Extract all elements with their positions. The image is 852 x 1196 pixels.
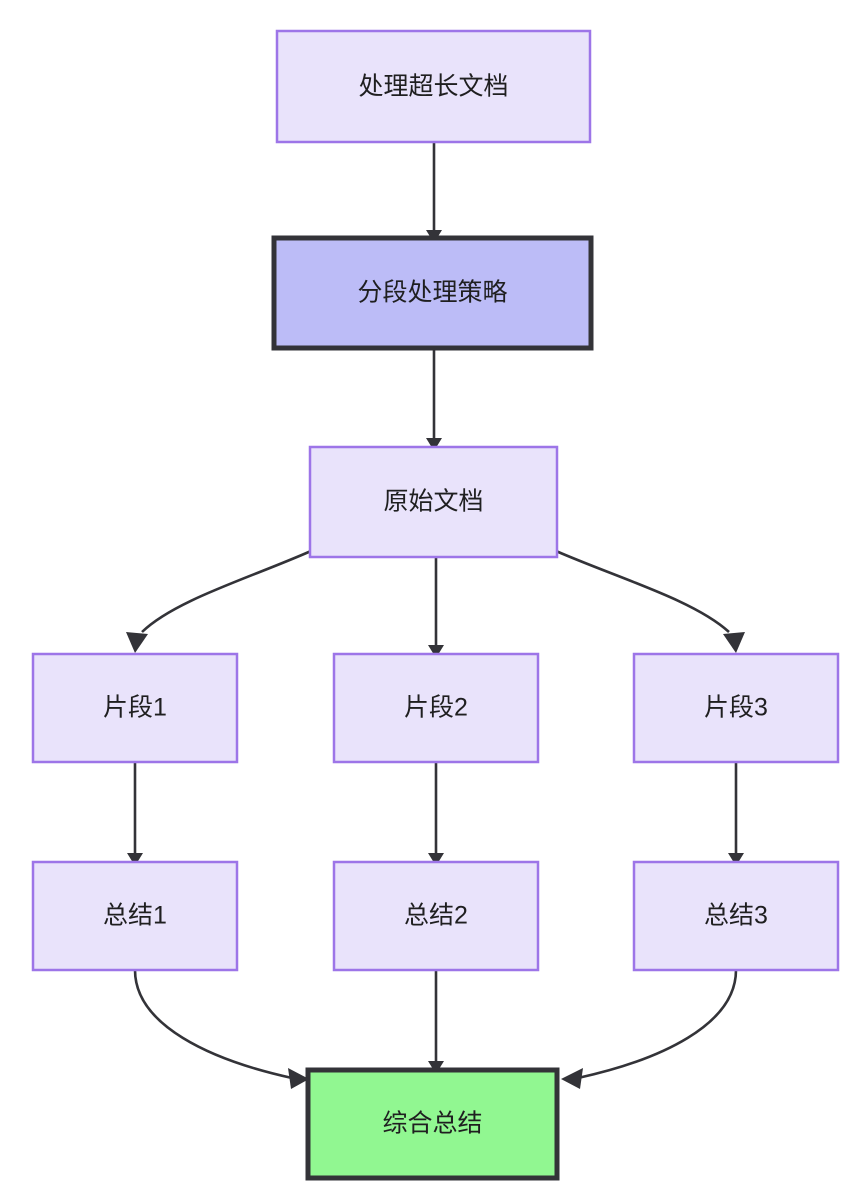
- edge-summary1-to-final: [133, 969, 309, 1089]
- edge-chunk2-to-summary2: [428, 762, 444, 866]
- arrowhead-icon: [723, 632, 745, 653]
- node-final-box[interactable]: [305, 1067, 560, 1181]
- arrowhead-icon: [426, 438, 442, 451]
- node-summary3-box[interactable]: [632, 860, 840, 972]
- edge-chunk1-to-summary1: [127, 762, 143, 866]
- arrowhead-icon: [561, 1068, 583, 1089]
- arrowhead-icon: [428, 853, 444, 866]
- arrowhead-icon: [728, 853, 744, 866]
- arrowhead-icon: [428, 645, 444, 658]
- edge-source-to-chunk3: [555, 549, 745, 653]
- arrowhead-icon: [126, 632, 148, 653]
- node-chunk1[interactable]: 片段1: [31, 652, 239, 764]
- node-source[interactable]: 原始文档: [308, 445, 559, 559]
- node-summary1[interactable]: 总结1: [31, 860, 239, 972]
- edge-summary3-to-final: [561, 969, 738, 1089]
- arrowhead-icon: [288, 1068, 309, 1089]
- node-start-box[interactable]: [275, 29, 592, 144]
- edge-start-to-strategy: [426, 142, 442, 243]
- node-summary2[interactable]: 总结2: [332, 860, 540, 972]
- node-summary1-box[interactable]: [31, 860, 239, 972]
- edge-path: [555, 549, 730, 633]
- arrowhead-icon: [127, 853, 143, 866]
- edge-layer: [126, 142, 745, 1089]
- edge-strategy-to-source: [426, 348, 442, 451]
- node-chunk2[interactable]: 片段2: [332, 652, 540, 764]
- node-summary2-box[interactable]: [332, 860, 540, 972]
- edge-chunk3-to-summary3: [728, 762, 744, 866]
- node-chunk3-box[interactable]: [632, 652, 840, 764]
- edge-path: [141, 549, 312, 633]
- edge-source-to-chunk2: [428, 557, 444, 658]
- node-start[interactable]: 处理超长文档: [275, 29, 592, 144]
- edge-path: [577, 969, 738, 1080]
- node-strategy-box[interactable]: [271, 235, 594, 351]
- edge-source-to-chunk1: [126, 549, 312, 653]
- node-final[interactable]: 综合总结: [305, 1067, 560, 1181]
- edge-summary2-to-final: [428, 970, 444, 1074]
- node-source-box[interactable]: [308, 445, 559, 559]
- node-summary3[interactable]: 总结3: [632, 860, 840, 972]
- node-chunk1-box[interactable]: [31, 652, 239, 764]
- node-chunk3[interactable]: 片段3: [632, 652, 840, 764]
- node-chunk2-box[interactable]: [332, 652, 540, 764]
- edge-path: [133, 969, 293, 1080]
- node-layer: 处理超长文档 分段处理策略 原始文档 片段1 片段2 片段3: [31, 29, 840, 1181]
- node-strategy[interactable]: 分段处理策略: [271, 235, 594, 351]
